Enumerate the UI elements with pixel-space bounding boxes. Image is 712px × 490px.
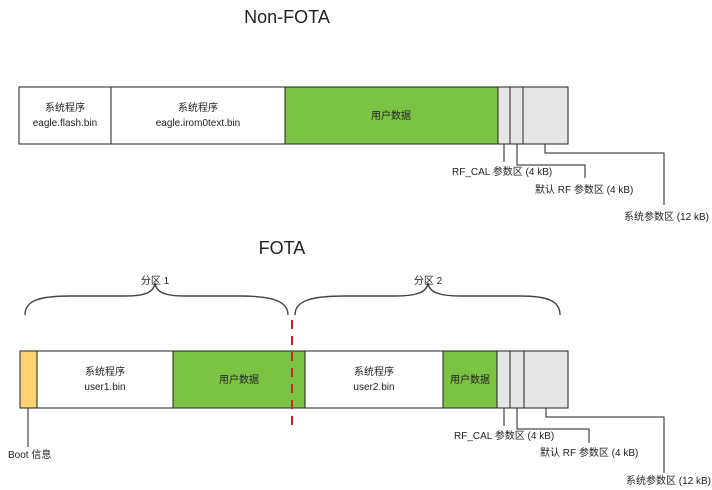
seg-system-irom-line1: 系统程序 <box>178 101 218 114</box>
seg-rf-cal <box>496 350 511 409</box>
seg-system-param <box>522 86 569 145</box>
seg-default-rf <box>509 86 524 145</box>
seg-user-data-1 <box>172 350 306 409</box>
callout-system-param-fota: 系统参数区 (12 kB) <box>626 474 711 487</box>
callout-line-system-param-fota <box>545 408 665 473</box>
seg-user-data-2 <box>442 350 498 409</box>
callout-system-param: 系统参数区 (12 kB) <box>624 210 709 223</box>
non-fota-bar: 系统程序 eagle.flash.bin 系统程序 eagle.irom0tex… <box>18 86 569 145</box>
seg-system-irom <box>110 86 286 145</box>
non-fota-callouts <box>503 144 665 205</box>
fota-bar: 系统程序 user1.bin 用户数据 系统程序 user2.bin 用户数据 <box>19 350 569 409</box>
seg-user2-line1: 系统程序 <box>354 365 394 378</box>
seg-user1 <box>36 350 174 409</box>
seg-user-data-label: 用户数据 <box>371 109 411 122</box>
seg-system-irom-line2: eagle.irom0text.bin <box>156 118 241 129</box>
boot-label: Boot 信息 <box>8 448 51 461</box>
seg-user-data-1-label: 用户数据 <box>219 373 259 386</box>
seg-system-flash-line2: eagle.flash.bin <box>33 118 98 129</box>
partition1-brace <box>24 282 289 316</box>
seg-boot <box>19 350 38 409</box>
seg-system-param <box>523 350 569 409</box>
callout-line-default-rf <box>516 144 586 178</box>
seg-user2 <box>304 350 444 409</box>
callout-rf-cal-fota: RF_CAL 参数区 (4 kB) <box>454 429 554 442</box>
callout-default-rf: 默认 RF 参数区 (4 kB) <box>535 183 633 196</box>
seg-system-flash <box>18 86 112 145</box>
fota-title: FOTA <box>259 238 306 258</box>
seg-user-data-2-label: 用户数据 <box>450 373 490 386</box>
non-fota-title: Non-FOTA <box>244 7 330 27</box>
seg-default-rf <box>509 350 525 409</box>
seg-user-data <box>284 86 499 145</box>
seg-rf-cal <box>497 86 511 145</box>
callout-rf-cal: RF_CAL 参数区 (4 kB) <box>452 165 552 178</box>
seg-user2-line2: user2.bin <box>353 382 394 393</box>
partition2-label: 分区 2 <box>414 275 443 287</box>
callout-default-rf-fota: 默认 RF 参数区 (4 kB) <box>540 446 638 459</box>
callout-line-system-param <box>544 144 665 205</box>
fota-callouts <box>27 408 665 473</box>
partition1-label: 分区 1 <box>141 275 170 287</box>
seg-user1-line2: user1.bin <box>84 382 125 393</box>
callout-line-default-rf-fota <box>516 408 590 443</box>
seg-system-flash-line1: 系统程序 <box>45 101 85 114</box>
seg-user1-line1: 系统程序 <box>85 365 125 378</box>
partition2-brace <box>294 282 561 316</box>
